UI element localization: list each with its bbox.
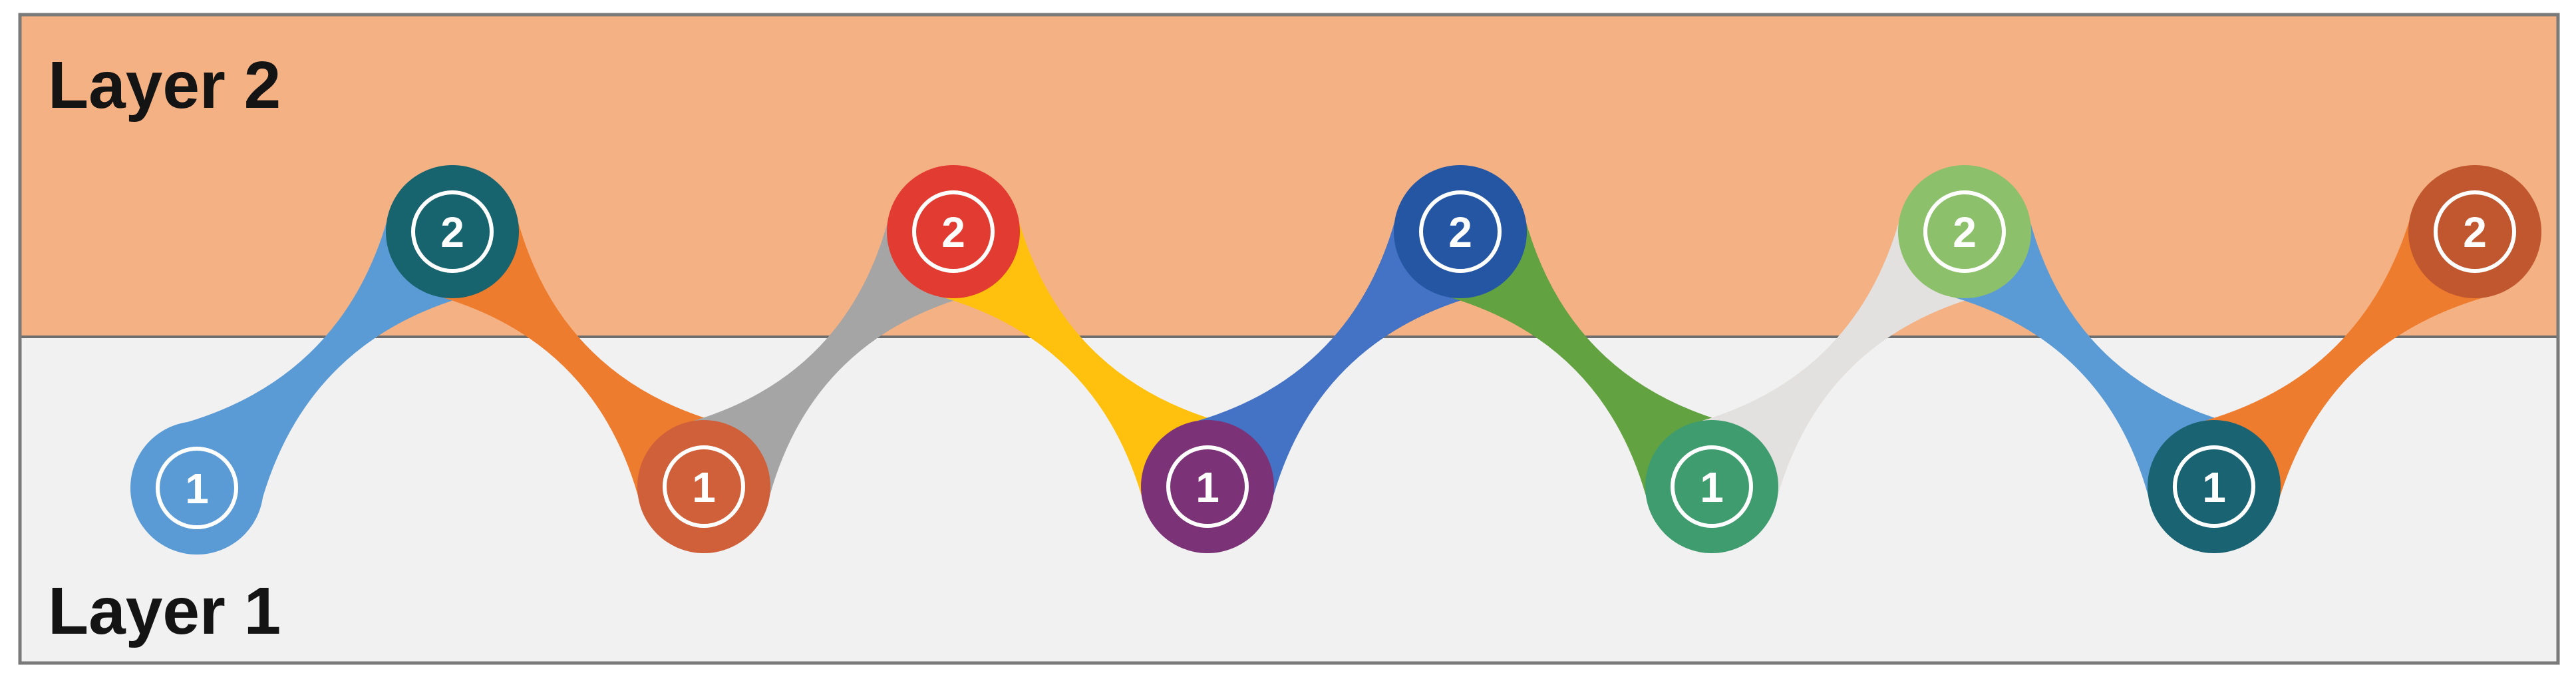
node-circle bbox=[2148, 420, 2281, 553]
node-4-layer2: 2 bbox=[887, 165, 1020, 298]
link-ribbon-1 bbox=[187, 222, 462, 498]
node-5-layer1: 1 bbox=[1141, 420, 1274, 553]
node-number: 1 bbox=[185, 465, 209, 513]
link-ribbon-3 bbox=[693, 222, 964, 496]
node-circle bbox=[386, 165, 519, 298]
node-ring bbox=[2434, 190, 2516, 273]
node-ring bbox=[2173, 445, 2255, 528]
node-number: 2 bbox=[2463, 208, 2487, 256]
node-number: 2 bbox=[1953, 208, 1977, 256]
node-number: 1 bbox=[692, 463, 716, 511]
node-circle bbox=[637, 420, 770, 553]
node-number: 1 bbox=[1700, 463, 1724, 511]
node-number: 2 bbox=[440, 208, 464, 256]
node-circle bbox=[1645, 420, 1778, 553]
layer1-label: Layer 1 bbox=[48, 574, 281, 648]
frame-border bbox=[18, 13, 2560, 665]
node-6-layer2: 2 bbox=[1394, 165, 1527, 298]
link-ribbon-9 bbox=[2205, 221, 2484, 497]
node-circle bbox=[130, 421, 263, 555]
node-2-layer2: 2 bbox=[386, 165, 519, 298]
layer2-label: Layer 2 bbox=[48, 48, 281, 122]
link-ribbon-6 bbox=[1450, 222, 1722, 496]
node-ring bbox=[1419, 190, 1502, 273]
link-ribbon-5 bbox=[1198, 222, 1470, 496]
node-7-layer1: 1 bbox=[1645, 420, 1778, 553]
link-ribbon-2 bbox=[442, 222, 714, 496]
node-circle bbox=[2408, 165, 2541, 298]
node-number: 2 bbox=[941, 208, 965, 256]
link-ribbon-4 bbox=[943, 222, 1217, 497]
node-circle bbox=[887, 165, 1020, 298]
node-10-layer2: 2 bbox=[2408, 165, 2541, 298]
node-1-layer1: 1 bbox=[130, 421, 263, 555]
node-ring bbox=[663, 445, 745, 528]
node-9-layer1: 1 bbox=[2148, 420, 2281, 553]
node-number: 2 bbox=[1448, 208, 1472, 256]
node-ring bbox=[1671, 445, 1753, 528]
link-ribbon-7 bbox=[1702, 222, 1975, 496]
node-ring bbox=[411, 190, 494, 273]
node-number: 1 bbox=[2202, 463, 2226, 511]
node-circle bbox=[1394, 165, 1527, 298]
node-ring bbox=[1166, 445, 1249, 528]
node-circle bbox=[1141, 420, 1274, 553]
link-ribbon-8 bbox=[1954, 222, 2225, 496]
node-ring bbox=[912, 190, 995, 273]
node-ring bbox=[1923, 190, 2006, 273]
node-number: 1 bbox=[1196, 463, 1219, 511]
node-ring bbox=[156, 447, 238, 529]
node-8-layer2: 2 bbox=[1898, 165, 2031, 298]
node-circle bbox=[1898, 165, 2031, 298]
node-3-layer1: 1 bbox=[637, 420, 770, 553]
